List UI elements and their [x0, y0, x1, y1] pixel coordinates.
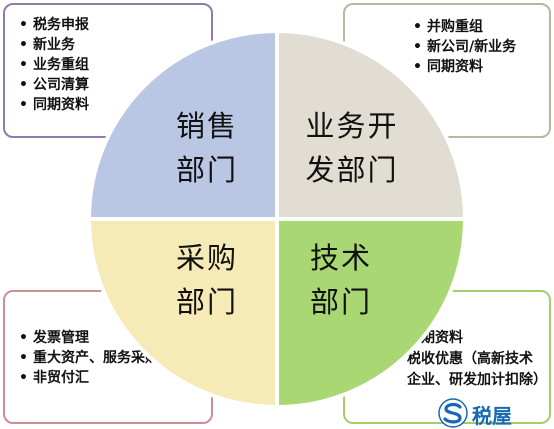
- list-item: 新公司/新业务: [411, 37, 539, 57]
- list-item: 非贸付汇: [17, 368, 201, 388]
- sales-label: 销售部门: [175, 109, 238, 187]
- business-dev-quadrant: [275, 28, 468, 221]
- sales-quadrant: [86, 28, 279, 221]
- list-item: 同期资料: [17, 95, 201, 115]
- list-item: 并购重组: [411, 17, 539, 37]
- list-item: 同期资料: [411, 57, 539, 77]
- list-item: 税收优惠（高新技术企业、研发加计扣除）: [391, 349, 547, 391]
- list-item: 重大资产、服务采购: [17, 348, 201, 368]
- watermark: 税屋: [436, 397, 554, 429]
- procurement-label: 采购部门: [175, 241, 238, 319]
- list-item: 税务申报: [17, 15, 201, 35]
- technology-label: 技术部门: [309, 241, 372, 319]
- technology-quadrant: [275, 217, 468, 410]
- business-dev-label: 业务开发部门: [305, 109, 399, 187]
- list-item: 公司清算: [17, 75, 201, 95]
- watermark-text: 税屋: [472, 404, 512, 428]
- list-item: 新业务: [17, 35, 201, 55]
- procurement-quadrant: [86, 217, 279, 410]
- list-item: 业务重组: [17, 55, 201, 75]
- watermark-logo-icon: [438, 398, 468, 428]
- list-item: 发票管理: [17, 328, 201, 348]
